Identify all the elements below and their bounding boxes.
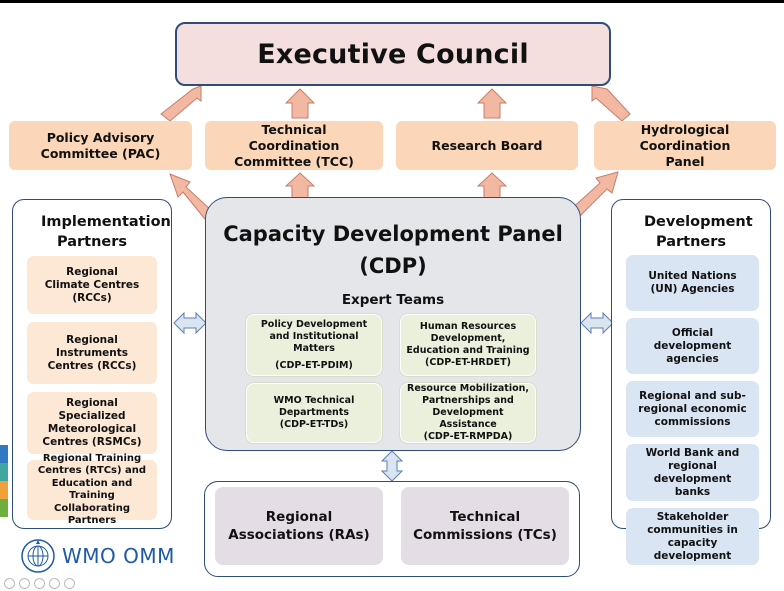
committee-research-board: Research Board — [396, 121, 578, 170]
arrow-rb-to-exec — [476, 88, 508, 119]
team-rmpda: Resource Mobilization, Partnerships and … — [400, 383, 536, 443]
strip-blue — [0, 445, 8, 463]
cdp-title-line1: Capacity Development Panel — [223, 222, 563, 246]
technical-commissions-label: Technical Commissions (TCs) — [413, 509, 557, 543]
executive-council-label: Executive Council — [257, 38, 529, 70]
arrow-pac-to-exec — [160, 85, 202, 122]
arrow-cdp-to-tcc — [284, 172, 316, 200]
impl-item-rtc: Regional Training Centres (RTCs) and Edu… — [27, 453, 157, 526]
wmo-logo-text: WMO OMM — [62, 544, 175, 568]
impl-item-rcc: Regional Climate Centres (RCCs) — [27, 256, 157, 314]
arrow-hcp-to-exec — [591, 85, 631, 122]
dev-item-rec: Regional and sub-regional economic commi… — [626, 381, 759, 437]
impl-item-rtc-label: Regional Training Centres (RTCs) and Edu… — [37, 452, 147, 527]
team-tds-name: WMO Technical Departments — [273, 395, 355, 418]
impl-item-rsmc: Regional Specialized Meteorological Cent… — [27, 392, 157, 454]
prev-slide-icon[interactable] — [4, 578, 15, 589]
cdp-title-line2: (CDP) — [359, 254, 427, 278]
dev-item-stakeholders-label: Stakeholder communities in capacity deve… — [647, 510, 738, 562]
team-tds-code: (CDP-ET-TDs) — [279, 419, 349, 430]
committee-pac: Policy Advisory Committee (PAC) — [9, 121, 192, 170]
team-rmpda-name: Resource Mobilization, Partnerships and … — [407, 383, 529, 430]
strip-teal — [0, 463, 8, 481]
double-arrow-vertical — [380, 450, 404, 482]
implementation-partners-title: Implementation Partners — [41, 214, 171, 250]
team-pdim-name: Policy Development and Institutional Mat… — [260, 318, 368, 354]
impl-item-rcc-label: Regional Climate Centres (RCCs) — [44, 265, 140, 304]
technical-commissions-box: Technical Commissions (TCs) — [401, 487, 569, 565]
regional-associations-box: Regional Associations (RAs) — [215, 487, 383, 565]
pen-icon[interactable] — [34, 578, 45, 589]
wmo-logo: WMO OMM — [20, 538, 175, 574]
strip-orange — [0, 481, 8, 499]
zoom-icon[interactable] — [49, 578, 60, 589]
committee-hcp: Hydrological Coordination Panel — [594, 121, 776, 170]
team-pdim-code: (CDP-ET-PDIM) — [275, 359, 353, 371]
team-hrdet-name: Human Resources Development, Education a… — [406, 321, 530, 356]
double-arrow-right — [580, 311, 614, 335]
executive-council-box: Executive Council — [175, 22, 611, 86]
arrow-cdp-to-rb — [476, 172, 508, 200]
dev-item-un: United Nations (UN) Agencies — [626, 255, 759, 311]
top-border — [0, 0, 784, 3]
slide-toolbar[interactable] — [4, 578, 75, 589]
dev-item-oda-label: Official development agencies — [653, 326, 732, 365]
impl-item-rsmc-label: Regional Specialized Meteorological Cent… — [42, 397, 142, 448]
dev-item-stakeholders: Stakeholder communities in capacity deve… — [626, 508, 759, 565]
arrow-cdp-to-hcp — [567, 171, 619, 220]
double-arrow-left — [173, 311, 207, 335]
next-slide-icon[interactable] — [19, 578, 30, 589]
dev-item-oda: Official development agencies — [626, 318, 759, 374]
strip-green — [0, 499, 8, 517]
team-pdim: Policy Development and Institutional Mat… — [246, 314, 382, 376]
cdp-title: Capacity Development Panel (CDP) — [206, 218, 580, 282]
arrow-tcc-to-exec — [284, 88, 316, 119]
committee-tcc: Technical Coordination Committee (TCC) — [205, 121, 383, 170]
team-rmpda-code: (CDP-ET-RMPDA) — [423, 431, 513, 442]
impl-item-ric-label: Regional Instruments Centres (RCCs) — [47, 333, 137, 372]
dev-item-wb: World Bank and regional development bank… — [626, 444, 759, 501]
development-partners-title: Development Partners — [644, 214, 753, 250]
wmo-emblem-icon — [21, 539, 55, 573]
team-tds: WMO Technical Departments (CDP-ET-TDs) — [246, 383, 382, 443]
expert-teams-title: Expert Teams — [341, 292, 445, 308]
menu-icon[interactable] — [64, 578, 75, 589]
committee-research-board-label: Research Board — [431, 137, 543, 153]
committee-tcc-label: Technical Coordination Committee (TCC) — [234, 121, 354, 169]
team-hrdet-code: (CDP-ET-HRDET) — [425, 357, 511, 368]
regional-associations-label: Regional Associations (RAs) — [228, 509, 370, 543]
committee-hcp-label: Hydrological Coordination Panel — [639, 121, 731, 169]
impl-item-ric: Regional Instruments Centres (RCCs) — [27, 322, 157, 384]
committee-pac-label: Policy Advisory Committee (PAC) — [40, 129, 161, 161]
dev-item-rec-label: Regional and sub-regional economic commi… — [638, 389, 747, 428]
team-hrdet: Human Resources Development, Education a… — [400, 314, 536, 376]
dev-item-wb-label: World Bank and regional development bank… — [645, 446, 740, 498]
dev-item-un-label: United Nations (UN) Agencies — [648, 270, 737, 295]
